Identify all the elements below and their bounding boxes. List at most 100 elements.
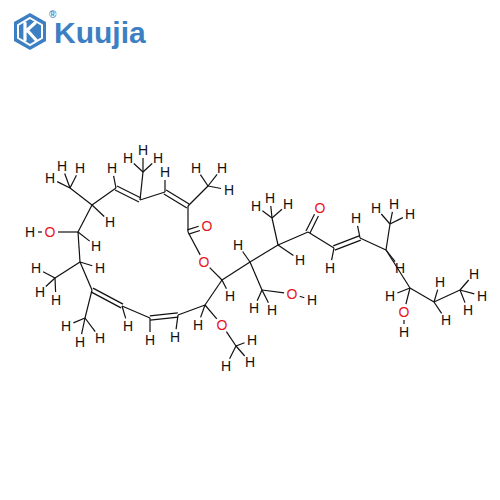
bond-line <box>70 175 76 188</box>
bond-line <box>257 290 262 301</box>
atom-label: H <box>123 151 133 165</box>
atom-label: H <box>25 225 35 239</box>
atom-label: H <box>217 161 227 175</box>
bond-line <box>262 290 284 293</box>
atom-label: O <box>45 225 56 239</box>
atom-label: H <box>221 359 231 373</box>
atom-position: H <box>469 267 479 281</box>
bond-line <box>262 290 268 303</box>
bond-line <box>210 268 222 280</box>
bond-line <box>150 313 178 316</box>
bond-line <box>332 248 334 260</box>
atom-position: H <box>51 293 61 307</box>
atom-position: H <box>325 261 335 275</box>
watermark-text: Kuujia <box>54 16 146 50</box>
atom-position: H <box>441 313 451 327</box>
atom-position: H <box>389 197 399 211</box>
atom-position: O <box>45 225 56 239</box>
atom-label: H <box>405 207 415 221</box>
atom-label: H <box>307 293 317 307</box>
logo-hexagon <box>14 13 46 50</box>
atom-position: H <box>193 318 203 332</box>
bond-line <box>78 232 90 241</box>
bond-line <box>85 318 95 332</box>
bond-line <box>80 262 92 290</box>
bond-line <box>272 218 278 245</box>
atom-position: H <box>61 319 71 333</box>
logo-letter-mark <box>25 23 36 40</box>
bond-line <box>390 212 392 224</box>
atom-label: H <box>138 143 148 157</box>
atom-position: H <box>153 151 163 165</box>
atom-label: H <box>170 330 180 344</box>
atom-position: H <box>371 201 381 215</box>
atom-label: O <box>202 219 213 233</box>
bond-line <box>201 305 205 317</box>
atom-position: H <box>170 330 180 344</box>
bond-line <box>164 180 165 192</box>
bond-line <box>78 205 92 232</box>
atom-position: H <box>265 191 275 205</box>
bond-line <box>54 278 56 292</box>
atom-label: H <box>123 319 133 333</box>
bond-line <box>122 306 150 318</box>
atom-label: H <box>153 151 163 165</box>
atom-label: H <box>95 331 105 345</box>
bond-line <box>390 218 403 224</box>
atom-position: H <box>160 165 170 179</box>
bond-line <box>115 190 139 202</box>
bond-line <box>140 172 143 200</box>
bond-line <box>143 164 152 173</box>
bond-line <box>122 306 126 318</box>
atom-position: H <box>435 275 445 289</box>
bond-line <box>222 262 250 280</box>
atom-position: H <box>57 159 67 173</box>
bond-line <box>65 174 70 189</box>
bond-line <box>250 262 262 290</box>
atom-label: H <box>477 289 487 303</box>
atom-position: H <box>351 211 361 225</box>
atom-position: H <box>217 161 227 175</box>
bond-line <box>460 290 465 303</box>
bond-line <box>310 216 318 233</box>
atom-label: H <box>385 289 395 303</box>
atom-position: H <box>283 197 293 211</box>
bond-line <box>117 186 141 198</box>
atom-label: H <box>247 333 257 347</box>
atom-position: H <box>399 325 409 339</box>
bond-line <box>358 226 360 238</box>
bond-line <box>82 318 85 334</box>
atom-position: H <box>251 199 261 213</box>
atom-label: H <box>51 293 61 307</box>
bond-line <box>230 346 236 359</box>
bond-line <box>262 211 272 218</box>
atom-label: H <box>389 197 399 211</box>
bond-line <box>308 232 334 248</box>
atom-position: H <box>107 161 117 175</box>
atom-position: H <box>105 215 115 229</box>
atom-label: H <box>31 261 41 275</box>
atom-position: O <box>287 287 298 301</box>
bond-line <box>188 186 208 206</box>
bond-line <box>46 278 55 287</box>
registered-mark: ® <box>49 9 56 20</box>
atom-position: H <box>395 261 405 275</box>
atom-label: H <box>249 301 259 315</box>
atom-position: H <box>191 161 201 175</box>
atom-label: H <box>105 215 115 229</box>
bond-line <box>189 231 200 235</box>
bond-line <box>200 175 208 186</box>
atom-position: H <box>224 183 234 197</box>
bond-line <box>164 194 187 208</box>
logo-hexagon-inner <box>18 18 42 45</box>
bond-line <box>386 224 390 250</box>
atom-position: H <box>295 253 305 267</box>
atom-position: H <box>123 151 133 165</box>
atom-position: H <box>138 143 148 157</box>
bond-line <box>300 296 305 297</box>
bond-line <box>134 164 143 173</box>
bond-line <box>236 346 245 356</box>
bond-line <box>360 238 386 250</box>
atom-label: H <box>35 285 45 299</box>
